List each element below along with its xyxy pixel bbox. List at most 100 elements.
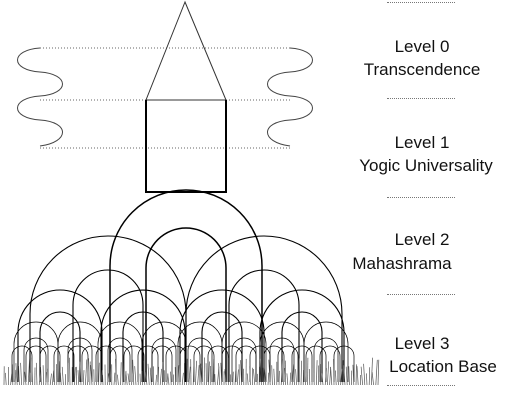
fringe-stroke bbox=[371, 371, 374, 386]
arch-tier-3 bbox=[228, 269, 300, 382]
fringe-stroke bbox=[286, 373, 289, 386]
arch-tier-6 bbox=[141, 321, 187, 382]
arch-tier-5 bbox=[39, 311, 81, 382]
arch-tier-8 bbox=[249, 345, 271, 382]
fringe-stroke bbox=[321, 373, 324, 386]
arch-tier-8 bbox=[53, 345, 75, 382]
fringe-stroke bbox=[147, 363, 150, 386]
fringe-stroke bbox=[300, 360, 302, 386]
fringe-stroke bbox=[122, 363, 125, 386]
arch-tier-8 bbox=[123, 345, 145, 382]
fringe-stroke bbox=[268, 359, 271, 386]
arch-tier-8 bbox=[25, 345, 47, 382]
fringe-stroke bbox=[155, 374, 157, 386]
fringe-stroke bbox=[366, 373, 368, 386]
fringe-stroke bbox=[52, 370, 54, 386]
fringe-stroke bbox=[35, 362, 38, 386]
fringe-stroke bbox=[340, 368, 343, 386]
fringe-stroke bbox=[188, 366, 191, 386]
fringe-stroke bbox=[333, 358, 335, 386]
fringe-stroke bbox=[316, 360, 318, 386]
arch-tier-7 bbox=[23, 337, 49, 382]
fringe-stroke bbox=[267, 372, 270, 386]
fringe-stroke bbox=[115, 358, 117, 386]
arch-tier-7 bbox=[107, 337, 133, 382]
fringe-stroke bbox=[131, 365, 133, 386]
fringe-stroke bbox=[208, 361, 210, 386]
fringe-stroke bbox=[330, 367, 333, 386]
separator-bottom bbox=[387, 385, 455, 386]
fringe-stroke bbox=[31, 357, 33, 386]
apex-triangle bbox=[145, 0, 227, 101]
fringe-stroke bbox=[170, 371, 172, 386]
fringe-stroke bbox=[305, 372, 307, 386]
fringe-stroke bbox=[375, 359, 378, 386]
fringe-stroke bbox=[15, 363, 18, 386]
fringe-stroke bbox=[45, 372, 47, 386]
fringe-stroke bbox=[145, 371, 148, 386]
arch-tier-8 bbox=[291, 345, 313, 382]
separator-0-1 bbox=[387, 98, 455, 99]
arch-tier-2 bbox=[185, 235, 343, 382]
fringe-stroke bbox=[360, 366, 363, 386]
arch-tier-4 bbox=[17, 289, 103, 382]
separator-2-3 bbox=[387, 294, 455, 295]
fringe-stroke bbox=[24, 371, 27, 386]
fringe-stroke bbox=[18, 365, 20, 386]
fringe-stroke bbox=[345, 366, 348, 386]
fringe-stroke bbox=[60, 372, 62, 386]
fringe-stroke bbox=[256, 373, 259, 386]
tower bbox=[145, 100, 227, 193]
fringe-stroke bbox=[27, 358, 30, 386]
fringe-stroke bbox=[58, 361, 60, 386]
arch-tier-8 bbox=[109, 345, 131, 382]
fringe-stroke bbox=[363, 363, 366, 386]
level-3-name: Location Base bbox=[389, 357, 497, 376]
fringe-stroke bbox=[157, 366, 160, 386]
fringe-stroke bbox=[87, 358, 90, 386]
arch-tier-8 bbox=[39, 345, 61, 382]
fringe-stroke bbox=[77, 370, 80, 386]
dotted-guide-lines bbox=[40, 47, 290, 149]
base-fringe bbox=[3, 357, 380, 386]
arch-tier-6 bbox=[259, 321, 305, 382]
fringe-stroke bbox=[355, 364, 357, 386]
fringe-stroke bbox=[195, 360, 197, 386]
fringe-stroke bbox=[348, 366, 350, 386]
arch-tier-6 bbox=[13, 321, 59, 382]
arch-tier-6 bbox=[303, 321, 349, 382]
arch-tier-8 bbox=[193, 345, 215, 382]
arch-tier-8 bbox=[221, 345, 243, 382]
fringe-stroke bbox=[107, 373, 110, 386]
fringe-stroke bbox=[212, 359, 215, 386]
arch-tier-6 bbox=[97, 321, 143, 382]
fringe-stroke bbox=[134, 366, 137, 386]
fringe-stroke bbox=[262, 367, 264, 386]
fringe-stroke bbox=[82, 370, 85, 386]
arch-tier-7 bbox=[313, 337, 339, 382]
arch-tier-8 bbox=[277, 345, 299, 382]
arch-tier-4 bbox=[259, 289, 345, 382]
level-1-name: Yogic Universality bbox=[359, 156, 493, 175]
fringe-stroke bbox=[224, 369, 227, 386]
fringe-stroke bbox=[327, 361, 330, 386]
fringe-stroke bbox=[85, 359, 88, 386]
arch-tier-8 bbox=[95, 345, 117, 382]
arch-tier-8 bbox=[11, 345, 33, 382]
fringe-stroke bbox=[113, 372, 116, 386]
arch-tier-7 bbox=[187, 337, 213, 382]
fringe-stroke bbox=[20, 362, 22, 386]
fringe-stroke bbox=[132, 359, 135, 386]
level-1-number: Level 1 bbox=[394, 133, 450, 152]
fringe-stroke bbox=[240, 360, 242, 386]
fringe-stroke bbox=[10, 373, 13, 386]
arch-tree bbox=[11, 189, 355, 382]
fringe-stroke bbox=[218, 363, 220, 386]
separator-top bbox=[387, 2, 455, 3]
arch-tier-5 bbox=[281, 311, 323, 382]
fringe-stroke bbox=[324, 368, 327, 386]
fringe-stroke bbox=[283, 368, 286, 386]
arch-tier-6 bbox=[221, 321, 267, 382]
arch-tier-8 bbox=[305, 345, 327, 382]
fringe-stroke bbox=[149, 367, 152, 386]
